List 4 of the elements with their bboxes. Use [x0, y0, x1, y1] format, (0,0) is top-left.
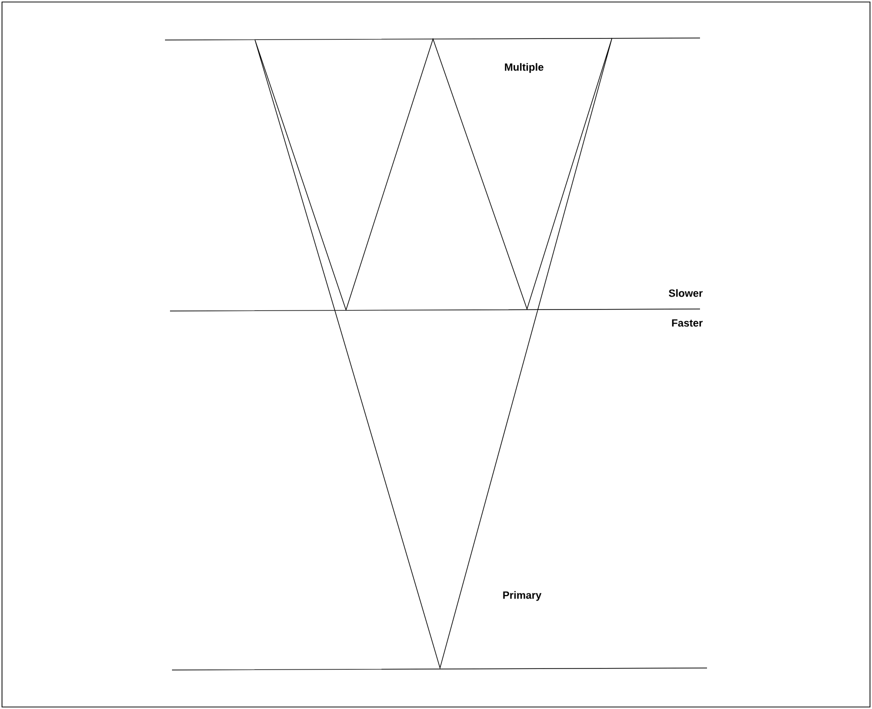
layer-label: Slower — [668, 289, 703, 297]
layer-label: Multiple — [504, 63, 544, 73]
layer-label: Faster — [672, 319, 703, 327]
layer-label: Primary — [503, 591, 542, 601]
